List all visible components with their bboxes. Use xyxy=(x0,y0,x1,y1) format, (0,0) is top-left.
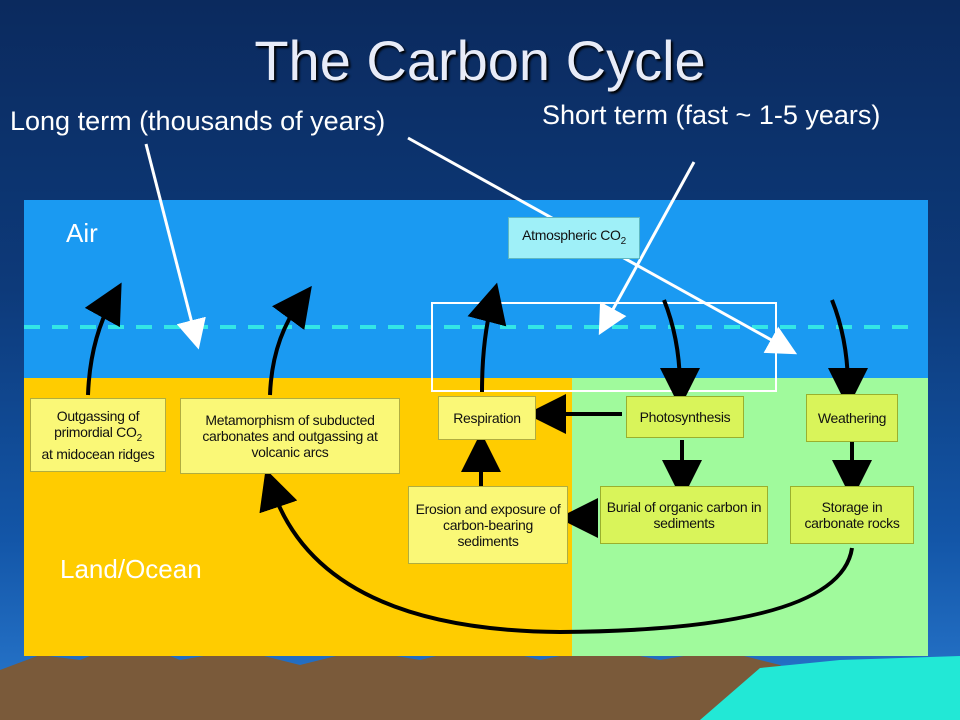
weathering-box: Weathering xyxy=(806,394,898,442)
burial-text: Burial of organic carbon in sediments xyxy=(606,499,762,531)
land-ocean-label: Land/Ocean xyxy=(60,554,202,584)
weathering-text: Weathering xyxy=(817,410,887,426)
outgassing-line-2: primordial CO xyxy=(54,423,137,440)
photosynthesis-box: Photosynthesis xyxy=(626,396,744,438)
sea-strip xyxy=(700,656,960,720)
erosion-text: Erosion and exposure of carbon-bearing s… xyxy=(415,501,561,549)
co2-subscript: 2 xyxy=(136,432,143,444)
short-term-label: Short term (fast ~ 1-5 years) xyxy=(542,100,881,130)
erosion-box: Erosion and exposure of carbon-bearing s… xyxy=(408,486,568,564)
mountain-range xyxy=(0,640,860,720)
long-term-label: Long term (thousands of years) xyxy=(10,106,386,136)
metamorphism-box: Metamorphism of subducted carbonates and… xyxy=(180,398,400,474)
arrow-outgassing-up xyxy=(84,282,122,396)
page-title: The Carbon Cycle xyxy=(254,29,706,92)
arrow-weathering-down xyxy=(827,299,868,408)
co2-subscript: 2 xyxy=(620,235,627,247)
arrow-photosynthesis-down xyxy=(659,299,700,408)
metamorphism-text: Metamorphism of subducted carbonates and… xyxy=(202,412,378,460)
arrow-storage-to-metamorphism-loop xyxy=(259,469,854,635)
respiration-box: Respiration xyxy=(438,396,536,440)
outgassing-line-1: Outgassing of xyxy=(56,407,140,424)
short-term-pointer-arrow xyxy=(598,161,696,336)
storage-text: Storage in carbonate rocks xyxy=(804,499,900,531)
atmospheric-co2-text: Atmospheric CO xyxy=(522,226,621,243)
air-label: Air xyxy=(66,218,98,248)
outgassing-box: Outgassing of primordial CO2 at midocean… xyxy=(30,398,166,472)
burial-box: Burial of organic carbon in sediments xyxy=(600,486,768,544)
air-region xyxy=(24,200,928,378)
photosynthesis-text: Photosynthesis xyxy=(639,409,731,425)
arrow-respiration-up xyxy=(467,282,507,393)
respiration-text: Respiration xyxy=(453,410,521,426)
atmospheric-co2-box: Atmospheric CO2 xyxy=(508,217,640,259)
long-term-pointer-arrow xyxy=(144,143,206,350)
arrow-metamorphism-up xyxy=(268,285,312,396)
storage-box: Storage in carbonate rocks xyxy=(790,486,914,544)
outgassing-line-3: at midocean ridges xyxy=(41,446,155,463)
